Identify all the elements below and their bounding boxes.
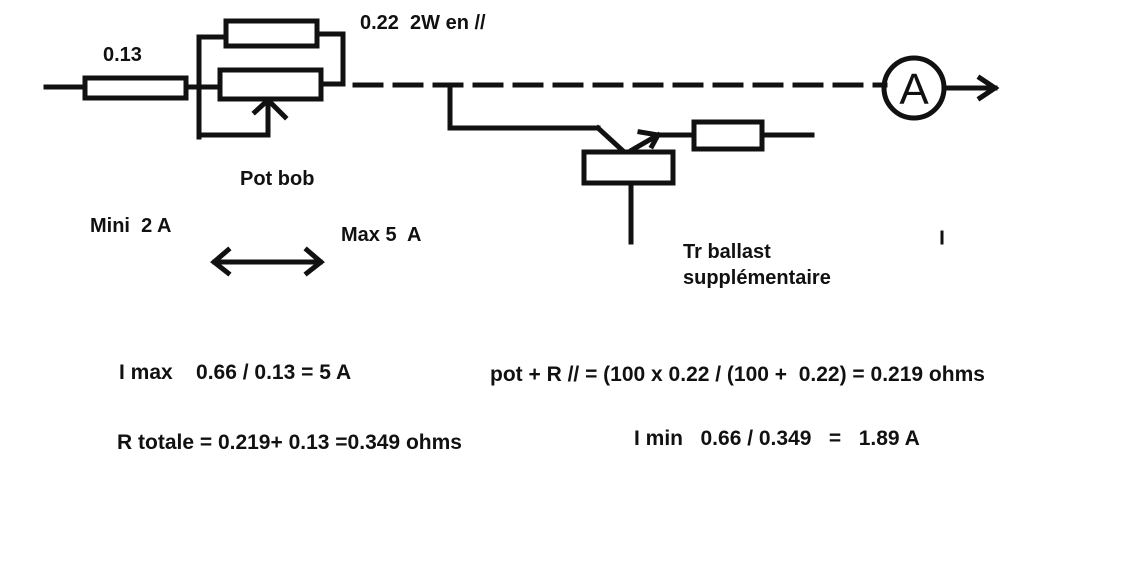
potentiometer	[217, 67, 324, 102]
ballast-label-line1: Tr ballast	[683, 241, 771, 263]
output-arrow	[976, 74, 1000, 102]
equation-imax: I max 0.66 / 0.13 = 5 A	[119, 361, 352, 384]
wire	[628, 131, 662, 154]
wiper-arrow	[251, 96, 289, 121]
wire	[594, 124, 626, 154]
series-resistor-0.13	[82, 75, 189, 101]
ammeter-label: A	[899, 65, 929, 114]
parallel-resistor-label: 0.22 2W en //	[360, 12, 486, 34]
ballast-label-line2: supplémentaire	[683, 267, 831, 289]
ballast-resistor	[691, 119, 765, 152]
equation-rtotal: R totale = 0.219+ 0.13 =0.349 ohms	[117, 431, 462, 454]
max-current-label: Max 5 A	[341, 224, 422, 246]
equation-imin: I min 0.66 / 0.349 = 1.89 A	[634, 427, 920, 450]
ballast-pot	[581, 149, 676, 186]
min-current-label: Mini 2 A	[90, 215, 172, 237]
parallel-resistor-0.22	[223, 18, 320, 49]
potentiometer-label: Pot bob	[240, 168, 315, 190]
equation-parallel: pot + R // = (100 x 0.22 / (100 + 0.22) …	[490, 363, 985, 386]
series-resistor-label: 0.13	[103, 44, 142, 66]
